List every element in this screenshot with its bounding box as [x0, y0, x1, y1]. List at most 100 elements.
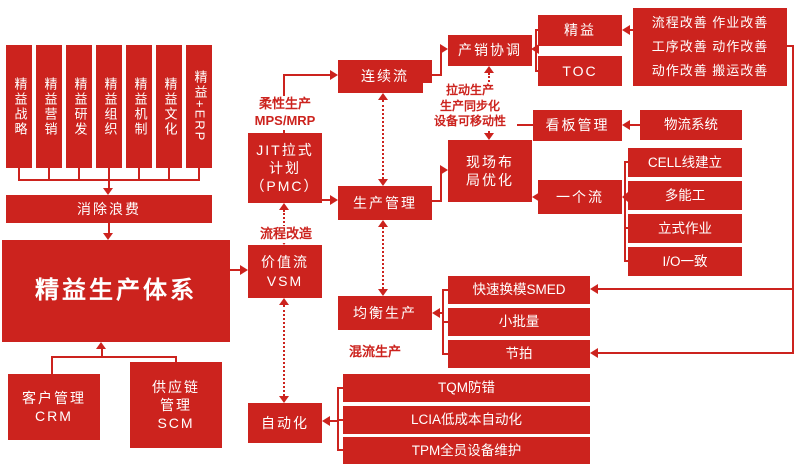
arrowhead-into-takt	[590, 348, 598, 358]
node-lean-marketing: 精益营销	[36, 45, 62, 168]
dotted-jit-vsm	[283, 210, 285, 238]
connector-kanban-left	[505, 124, 533, 126]
connector-bus-to-core	[101, 349, 103, 357]
connector-logistics-kanban	[629, 124, 640, 126]
node-core-system: 精益生产体系	[2, 240, 230, 342]
dotted-cf-production-mgmt	[382, 100, 384, 179]
connector-cf-sales-v	[440, 49, 442, 76]
node-kanban: 看板管理	[533, 110, 622, 141]
connector-waste-to-core	[108, 223, 110, 233]
connector-right-to-takt	[598, 352, 792, 354]
node-standing-work: 立式作业	[628, 214, 742, 243]
node-tqm: TQM防错	[343, 374, 590, 402]
node-toc: TOC	[538, 56, 622, 86]
node-production-mgmt: 生产管理	[338, 186, 432, 220]
arrowhead-to-sales-coordination	[440, 44, 448, 54]
connector-cell-stub-4	[624, 260, 628, 262]
connector-pillar-stub-4	[108, 168, 110, 180]
connector-tqm-link	[329, 420, 338, 422]
connector-cell-stub-1	[624, 161, 628, 163]
connector-smed-stub-2	[442, 321, 448, 323]
node-automation: 自动化	[248, 403, 322, 443]
connector-jit-to-production-mgmt	[322, 199, 330, 201]
node-lean-rnd: 精益研发	[66, 45, 92, 168]
arrowhead-to-waste	[103, 188, 113, 195]
connector-smed-link	[439, 312, 443, 314]
connector-smed-stub-3	[442, 353, 448, 355]
node-continuous-flow: 连续流	[338, 60, 432, 93]
connector-pillar-stub-3	[78, 168, 80, 180]
label-process-reform: 流程改造	[256, 226, 316, 243]
node-eliminate-waste: 消除浪费	[6, 195, 212, 223]
node-cell-line: CELL线建立	[628, 148, 742, 177]
node-lean-culture: 精益文化	[156, 45, 182, 168]
connector-lean-stub	[535, 29, 538, 31]
connector-right-to-smed	[598, 288, 792, 290]
arrowhead-up-sales-coordination	[484, 66, 494, 73]
connector-toc-stub	[535, 70, 538, 72]
node-lean-erp: 精益+ERP	[186, 45, 212, 168]
node-crm: 客户管理 CRM	[8, 374, 100, 440]
arrowhead-into-one-piece-flow	[622, 192, 628, 202]
node-improvements: 流程改善 作业改善 工序改善 动作改善 动作改善 搬运改善	[633, 8, 787, 86]
node-takt: 节拍	[448, 340, 590, 368]
connector-tqm-bus-v	[337, 387, 339, 451]
label-pull-production: 拉动生产 生产同步化 设备可移动性	[423, 83, 517, 130]
label-mixed-flow: 混流生产	[344, 344, 406, 361]
arrowhead-down-production-mgmt	[378, 179, 388, 186]
arrowhead-into-kanban	[622, 120, 630, 130]
node-lean-strategy: 精益战略	[6, 45, 32, 168]
arrowhead-up-continuous-flow	[378, 93, 388, 100]
connector-right-edge-v	[792, 45, 794, 354]
arrowhead-up-to-core	[96, 342, 106, 349]
connector-bus-to-waste	[108, 181, 110, 189]
connector-tqm-stub-3	[337, 449, 343, 451]
node-lcia: LCIA低成本自动化	[343, 406, 590, 434]
connector-smed-stub-1	[442, 289, 448, 291]
node-sales-coordination: 产销协调	[448, 35, 532, 66]
connector-crm-up	[51, 357, 53, 374]
connector-core-to-vsm	[230, 269, 240, 271]
node-value-stream-vsm: 价值流 VSM	[248, 245, 322, 298]
label-flexible-production: 柔性生产 MPS/MRP	[246, 96, 324, 130]
node-tpm: TPM全员设备维护	[343, 437, 590, 464]
arrowhead-into-leveled-production	[432, 308, 440, 318]
node-io-consistency: I/O一致	[628, 247, 742, 276]
node-leveled-production: 均衡生产	[338, 296, 432, 330]
connector-pillar-stub-1	[18, 168, 20, 180]
arrowhead-down-leveled	[378, 289, 388, 296]
node-lean: 精益	[538, 15, 622, 46]
connector-pillar-stub-7	[198, 168, 200, 180]
connector-cell-stub-3	[624, 227, 628, 229]
arrowhead-down-automation	[279, 396, 289, 403]
connector-right-top-h	[787, 45, 794, 47]
arrowhead-down-layout	[484, 133, 494, 140]
connector-bottom-bus	[51, 356, 177, 358]
node-lean-mechanism: 精益机制	[126, 45, 152, 168]
connector-tqm-stub-2	[337, 419, 343, 421]
connector-pillar-stub-6	[168, 168, 170, 180]
connector-pm-layout-h	[432, 200, 442, 202]
arrowhead-into-lean	[622, 25, 630, 35]
arrowhead-to-layout-optimization	[440, 165, 448, 175]
node-one-piece-flow: 一个流	[538, 180, 622, 214]
arrowhead-to-core	[103, 233, 113, 240]
connector-pillar-bus	[18, 179, 200, 181]
connector-cf-sales-h	[432, 74, 442, 76]
connector-scm-up	[175, 357, 177, 362]
connector-cell-bus-v	[624, 161, 626, 262]
node-scm: 供应链 管理 SCM	[130, 362, 222, 448]
arrowhead-up-production-mgmt	[378, 220, 388, 227]
arrowhead-into-sales-coordination	[531, 44, 539, 54]
arrowhead-up-jit	[279, 203, 289, 210]
node-logistics-system: 物流系统	[640, 110, 742, 140]
connector-jit-elbow-h	[283, 74, 330, 76]
dotted-pm-leveled	[382, 227, 384, 289]
node-multi-skill: 多能工	[628, 181, 742, 210]
arrowhead-onepiece-into-layout	[532, 192, 540, 202]
connector-pillar-stub-2	[48, 168, 50, 180]
connector-pm-layout-v	[440, 170, 442, 202]
connector-pillar-stub-5	[138, 168, 140, 180]
arrowhead-to-vsm	[240, 265, 248, 275]
